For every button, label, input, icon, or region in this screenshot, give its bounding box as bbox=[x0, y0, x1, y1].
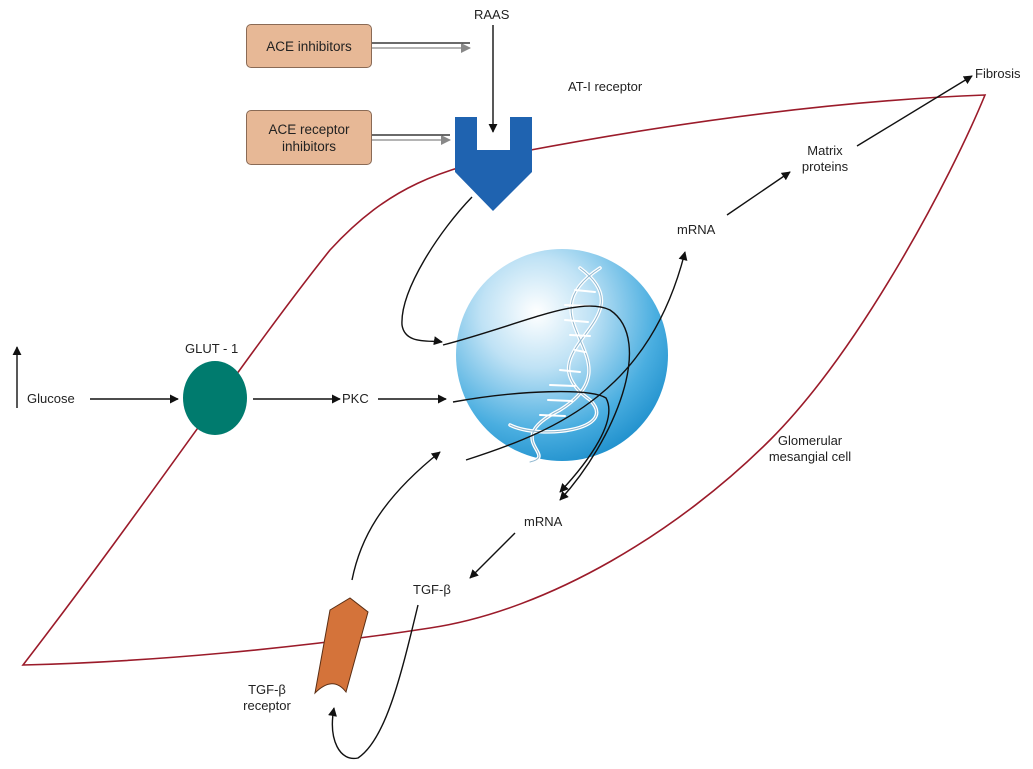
ace-inhibitors-box: ACE inhibitors bbox=[246, 24, 372, 68]
ace-inhibitors-label: ACE inhibitors bbox=[266, 38, 352, 54]
tgf-receptor-line1: TGF-β bbox=[248, 682, 286, 697]
ace-receptor-inhibitors-double-arrow bbox=[372, 134, 451, 145]
glucose-label: Glucose bbox=[27, 391, 75, 406]
ace-inhibitors-double-arrow bbox=[372, 42, 471, 53]
mesangial-cell-outline bbox=[21, 94, 987, 666]
glomerular-mesangial-cell-label: Glomerular mesangial cell bbox=[755, 433, 865, 465]
fibrosis-label: Fibrosis bbox=[975, 66, 1021, 81]
tgf-receptor-label: TGF-β receptor bbox=[232, 682, 302, 714]
matrix-proteins-label: Matrix proteins bbox=[790, 143, 860, 175]
glomerular-line2: mesangial cell bbox=[768, 449, 852, 464]
tgf-receptor-line2: receptor bbox=[243, 698, 291, 713]
nucleus bbox=[456, 249, 668, 461]
ace-receptor-inhibitors-label-line2: inhibitors bbox=[281, 138, 337, 154]
mrna-lower-label: mRNA bbox=[524, 514, 563, 529]
matrix-proteins-line1: Matrix bbox=[807, 143, 843, 158]
matrix-proteins-line2: proteins bbox=[801, 159, 849, 174]
tgf-receptor-to-nucleus-arrow bbox=[351, 451, 441, 581]
raas-label: RAAS bbox=[474, 7, 510, 22]
tgf-receptor-icon bbox=[314, 597, 369, 695]
at1-receptor-label: AT-I receptor bbox=[568, 79, 643, 94]
nucleus-to-upper-mrna-arrow bbox=[465, 251, 688, 461]
at1-receptor-icon bbox=[455, 117, 532, 211]
ace-receptor-inhibitors-box: ACE receptor inhibitors bbox=[246, 110, 372, 165]
mrna-upper-label: mRNA bbox=[677, 222, 716, 237]
pkc-label: PKC bbox=[342, 391, 369, 406]
lower-mrna-to-tgf-arrow bbox=[469, 532, 516, 579]
ace-receptor-inhibitors-label-line1: ACE receptor bbox=[268, 121, 350, 137]
glut1-label: GLUT - 1 bbox=[185, 341, 239, 356]
tgf-to-receptor-loop-arrow bbox=[328, 604, 419, 760]
tgf-beta-label: TGF-β bbox=[413, 582, 451, 597]
glomerular-line1: Glomerular bbox=[777, 433, 843, 448]
matrix-to-fibrosis-arrow bbox=[856, 75, 973, 147]
nucleus-to-lower-mrna-arrow-b bbox=[452, 390, 610, 493]
nucleus-to-lower-mrna-arrow-a bbox=[442, 305, 631, 501]
glut1-transporter-icon bbox=[183, 361, 247, 435]
upper-mrna-to-matrix-arrow bbox=[726, 171, 791, 216]
receptor-to-nucleus-arrow bbox=[401, 196, 473, 346]
